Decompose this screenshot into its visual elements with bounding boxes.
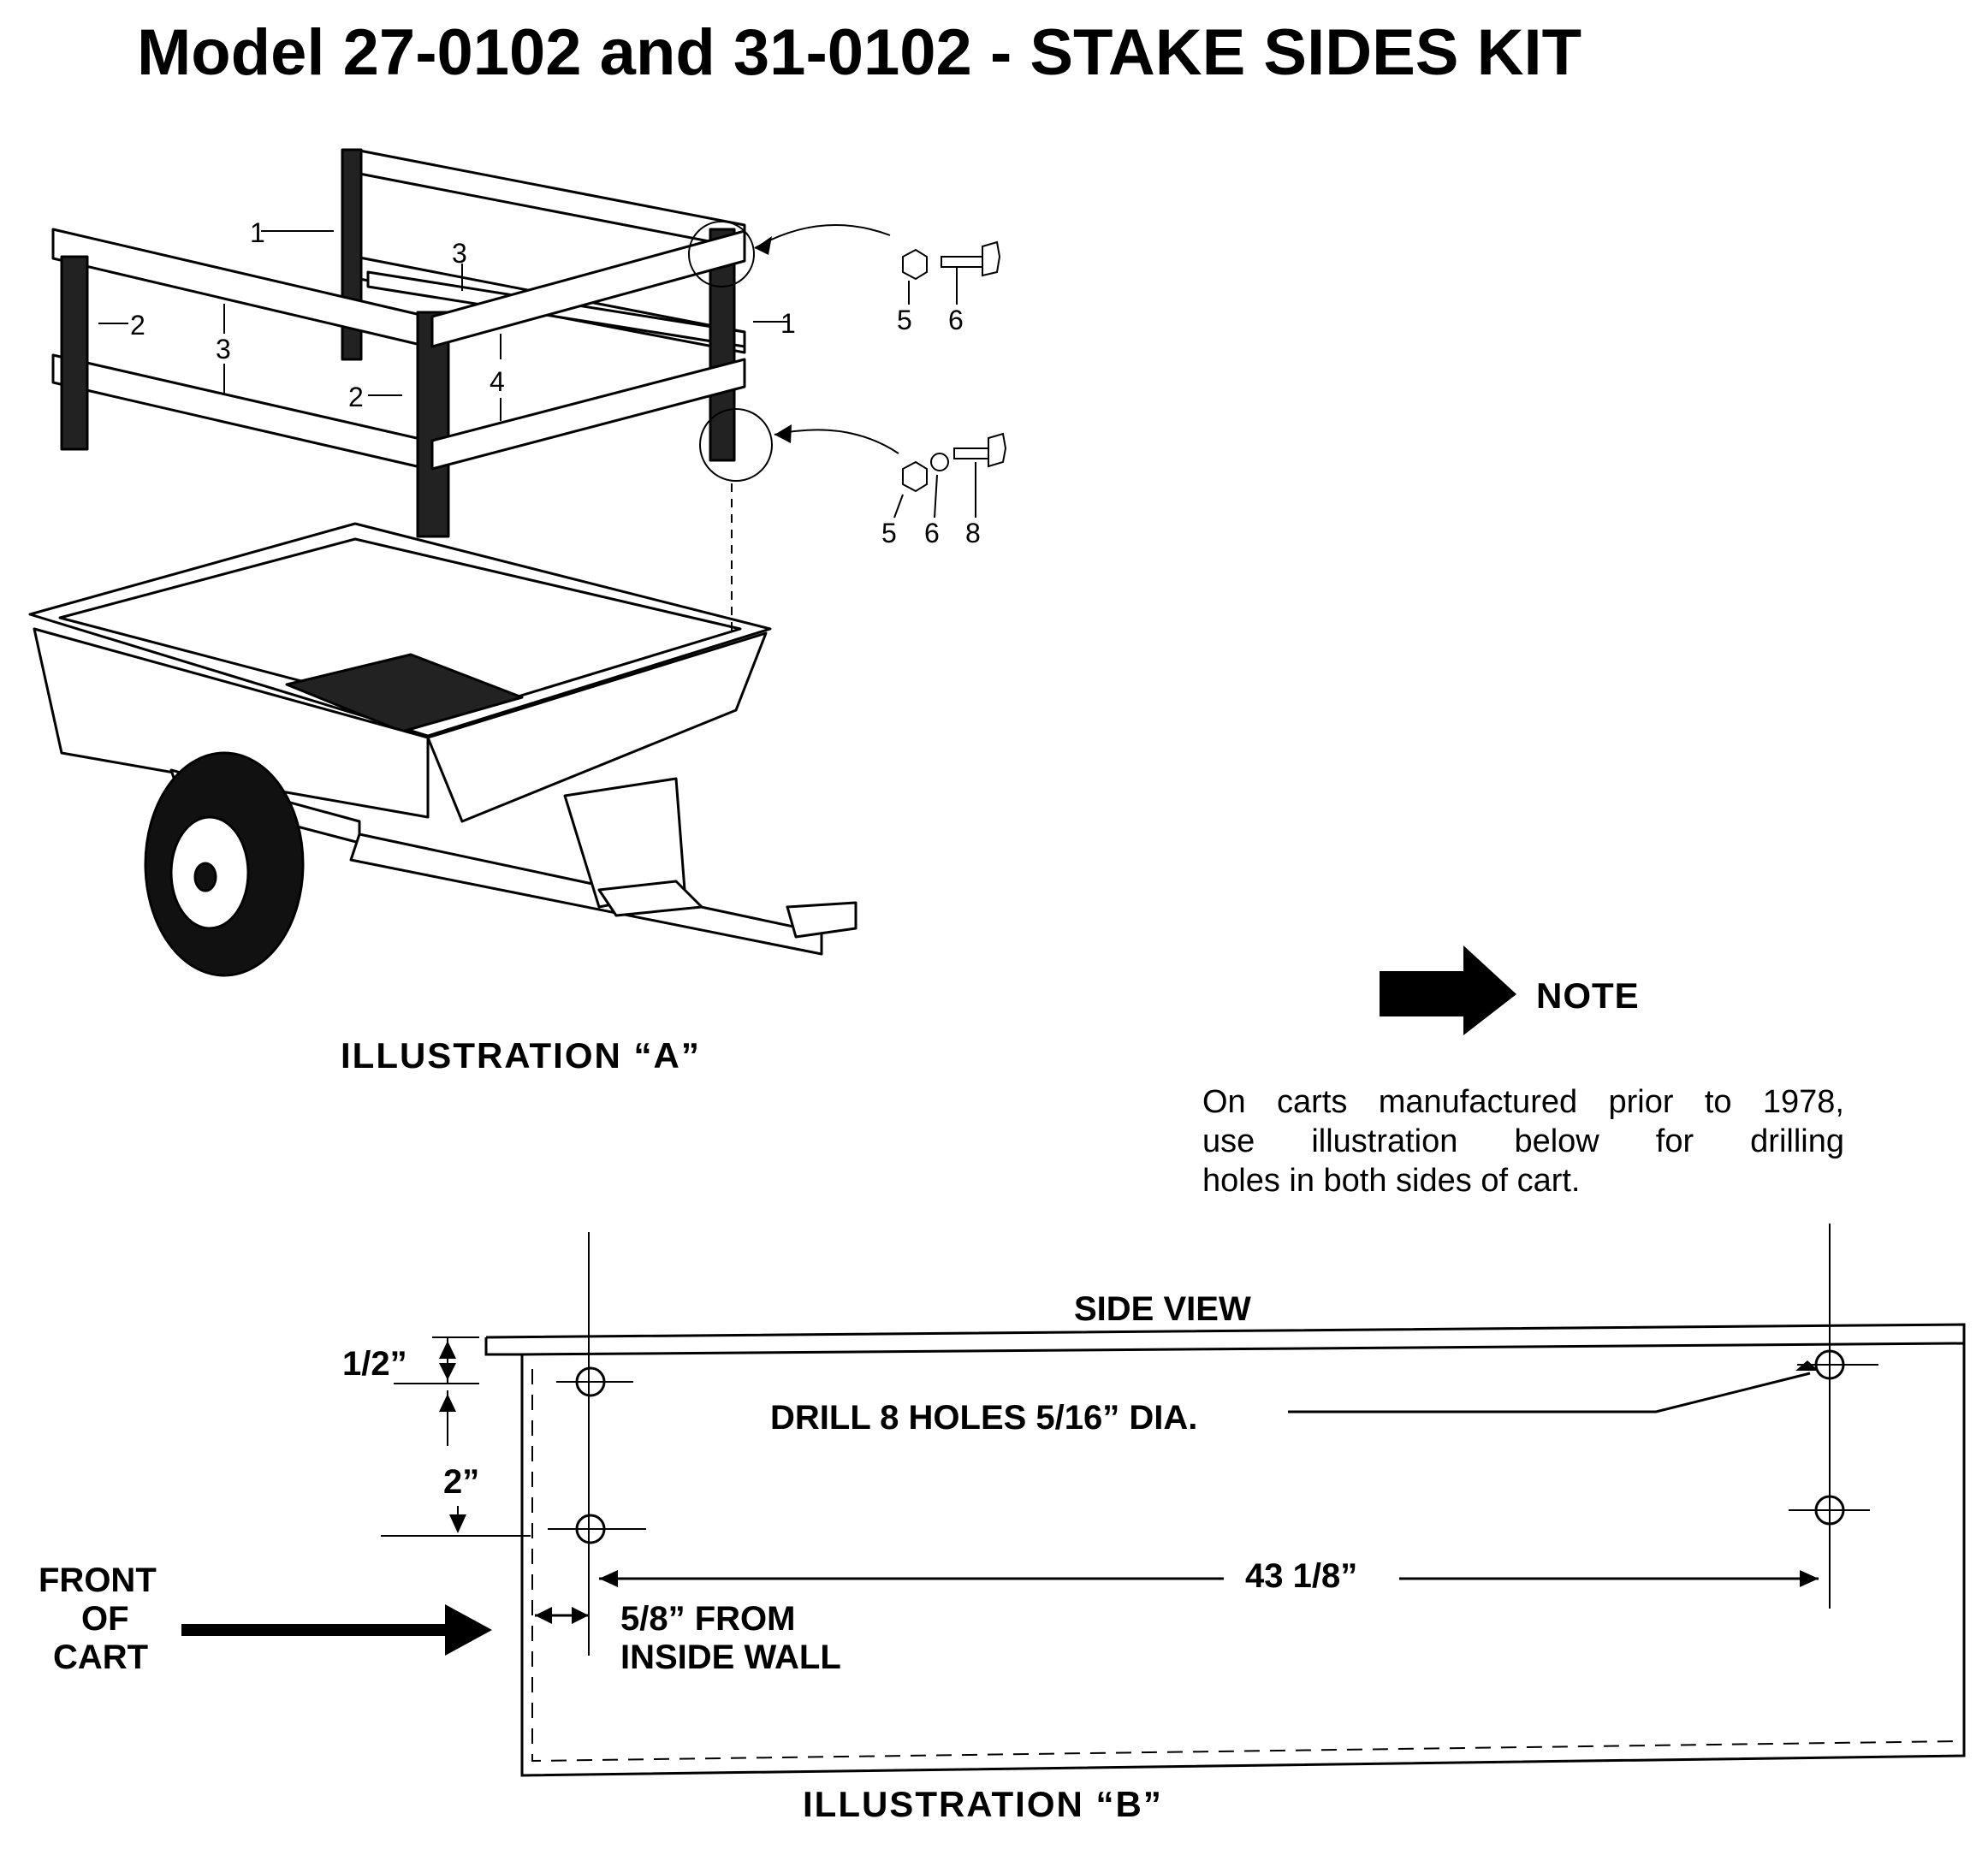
callout-6-bottom: 6 — [924, 518, 940, 548]
dim-span: 43 1/8” — [1245, 1557, 1358, 1595]
note-label: NOTE — [1536, 975, 1640, 1016]
cart-side-front — [426, 631, 768, 823]
callout-8-bottom: 8 — [965, 518, 981, 548]
callout-2-mid: 2 — [348, 382, 364, 412]
stake-upright-front-left — [60, 255, 89, 451]
page-title: Model 27-0102 and 31-0102 - STAKE SIDES … — [137, 16, 1582, 89]
callout-2-left: 2 — [130, 310, 145, 341]
stake-upright-center — [416, 311, 450, 538]
bolt-head-icon — [982, 240, 1001, 277]
bolt-head-icon-2 — [988, 432, 1007, 468]
dim-offset-line-2: INSIDE WALL — [620, 1639, 841, 1676]
callout-3-left: 3 — [216, 334, 231, 364]
callout-3-top: 3 — [452, 238, 467, 269]
note-text: On carts manufactured prior to 1978, use… — [1202, 1082, 1844, 1200]
dim-two-inch: 2” — [443, 1463, 480, 1501]
dim-half-inch: 1/2” — [342, 1345, 407, 1383]
callout-4: 4 — [490, 366, 505, 397]
cart-side-left — [33, 627, 430, 819]
callout-1-left: 1 — [250, 217, 265, 248]
illustration-a-caption: ILLUSTRATION “A” — [341, 1035, 701, 1076]
rail-front-bottom — [430, 358, 746, 471]
note-line-2: use illustration below for drilling — [1202, 1123, 1844, 1159]
cart-side-wall — [484, 1323, 1966, 1777]
front-of-cart-line-2: OF — [81, 1600, 129, 1638]
front-of-cart-line-1: FRONT — [39, 1562, 157, 1599]
callout-circle-top — [688, 221, 755, 287]
side-view-label: SIDE VIEW — [1074, 1290, 1251, 1328]
callout-6-top: 6 — [948, 305, 964, 335]
washer-icon — [930, 453, 949, 471]
hitch — [786, 901, 858, 939]
callout-5-bottom: 5 — [881, 518, 897, 548]
nut-icon — [902, 248, 928, 281]
nut-icon-2 — [902, 460, 928, 493]
illustration-b-caption: ILLUSTRATION “B” — [803, 1784, 1163, 1824]
rail-front-top — [430, 229, 746, 348]
dim-offset-line-1: 5/8” FROM — [620, 1600, 796, 1638]
front-of-cart-line-3: CART — [53, 1639, 149, 1676]
callout-5-top: 5 — [897, 305, 912, 335]
drill-holes-label: DRILL 8 HOLES 5/16” DIA. — [770, 1399, 1198, 1437]
callout-circle-bottom — [699, 408, 773, 482]
callout-1-right: 1 — [780, 308, 796, 339]
note-line-3: holes in both sides of cart. — [1202, 1163, 1581, 1199]
note-line-1: On carts manufactured prior to 1978, — [1202, 1084, 1844, 1120]
